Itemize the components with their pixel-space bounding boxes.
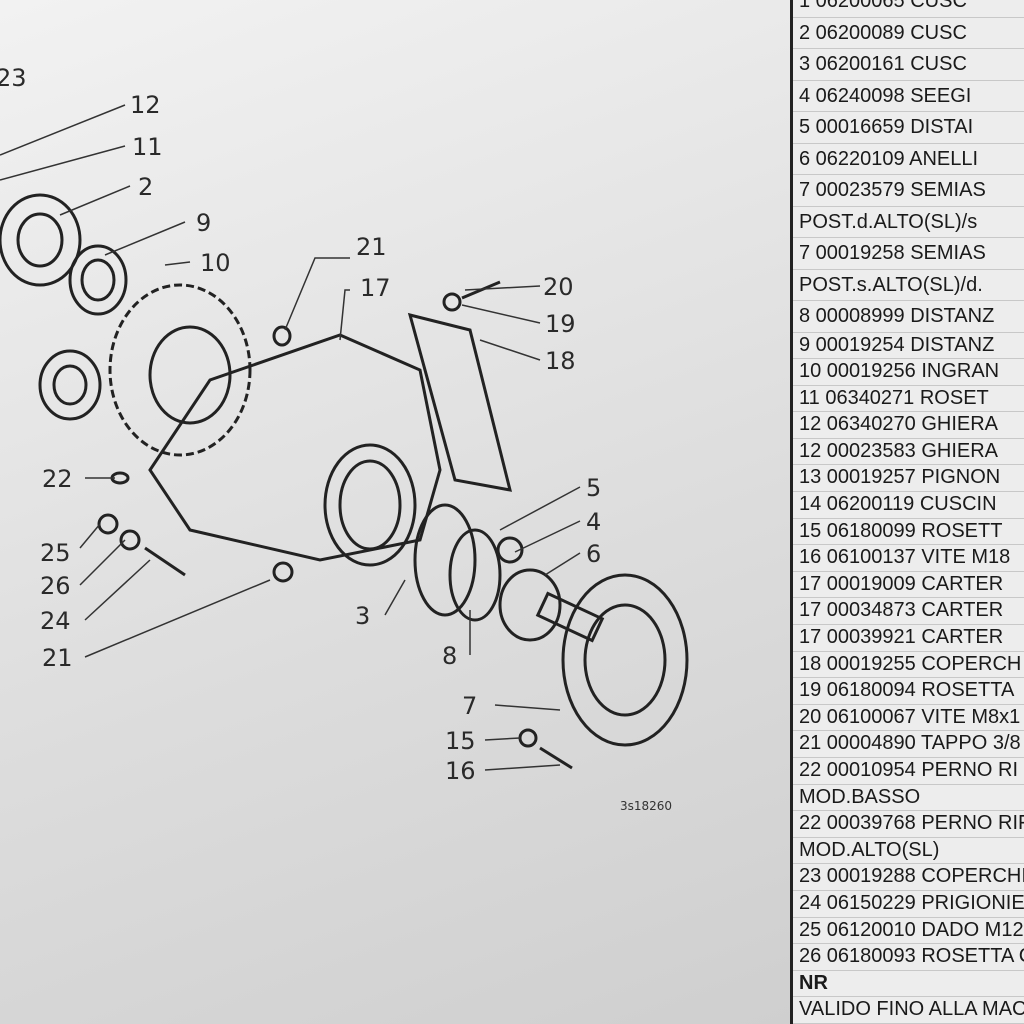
callout-6: 6 — [586, 540, 601, 568]
callout-3: 3 — [355, 602, 370, 630]
parts-list-row: 9 00019254 DISTANZ — [793, 333, 1024, 360]
parts-list-row: 17 00034873 CARTER — [793, 598, 1024, 626]
parts-list-row: 18 00019255 COPERCH — [793, 652, 1024, 679]
ring-part — [498, 568, 562, 642]
callout-18: 18 — [545, 347, 576, 375]
parts-list-row: MOD.ALTO(SL) — [793, 838, 1024, 865]
callout-4: 4 — [586, 508, 601, 536]
parts-list-row: 26 06180093 ROSETTA C — [793, 944, 1024, 971]
callout-17: 17 — [360, 274, 391, 302]
parts-list-row: 7 00023579 SEMIAS — [793, 175, 1024, 207]
callout-21b: 21 — [42, 644, 73, 672]
callout-22: 22 — [42, 465, 73, 493]
cover-plate-part — [407, 312, 513, 492]
parts-list-row: 16 06100137 VITE M18 — [793, 545, 1024, 572]
callout-5: 5 — [586, 474, 601, 502]
parts-list-row: 20 06100067 VITE M8x1 — [793, 705, 1024, 732]
parts-list-row: 12 00023583 GHIERA — [793, 439, 1024, 466]
callout-21: 21 — [356, 233, 387, 261]
parts-list-row: 24 06150229 PRIGIONIER — [793, 891, 1024, 918]
parts-list-row: MOD.BASSO — [793, 785, 1024, 812]
diagram-reference-code: 3s18260 — [620, 799, 672, 813]
diagram-drawing: 23 12 11 2 9 10 21 17 20 19 18 5 4 6 22 … — [0, 64, 689, 813]
parts-list-row: POST.d.ALTO(SL)/s — [793, 207, 1024, 238]
bearing-part — [413, 503, 477, 617]
callout-15: 15 — [445, 727, 476, 755]
parts-list-row: 22 00010954 PERNO RI — [793, 758, 1024, 785]
callout-7: 7 — [462, 692, 477, 720]
parts-list-row: 6 06220109 ANELLI — [793, 144, 1024, 175]
parts-list-row: 3 06200161 CUSC — [793, 49, 1024, 81]
parts-list-row: 22 00039768 PERNO RIF — [793, 811, 1024, 838]
callout-24: 24 — [40, 607, 71, 635]
parts-list-row: 17 00019009 CARTER — [793, 572, 1024, 599]
housing-carter-part — [148, 333, 442, 562]
callout-19: 19 — [545, 310, 576, 338]
parts-list-row: 15 06180099 ROSETT — [793, 519, 1024, 546]
callout-25: 25 — [40, 539, 71, 567]
parts-list-row: 12 06340270 GHIERA — [793, 412, 1024, 439]
spacer-part — [68, 244, 128, 316]
gear-part — [108, 283, 252, 457]
parts-list-row: 1 06200065 CUSC — [793, 0, 1024, 18]
callout-20: 20 — [543, 273, 574, 301]
callout-2: 2 — [138, 173, 153, 201]
parts-list-row: 4 06240098 SEEGI — [793, 81, 1024, 112]
parts-list-row: 2 06200089 CUSC — [793, 18, 1024, 49]
parts-list-row: 11 06340271 ROSET — [793, 386, 1024, 413]
callout-9: 9 — [196, 209, 211, 237]
parts-list-row: 5 00016659 DISTAI — [793, 112, 1024, 144]
parts-list-row: POST.s.ALTO(SL)/d. — [793, 270, 1024, 301]
parts-list-row: 13 00019257 PIGNON — [793, 465, 1024, 493]
callout-11: 11 — [132, 133, 163, 161]
callout-23: 23 — [0, 64, 27, 92]
parts-list-row: 23 00019288 COPERCHI — [793, 864, 1024, 891]
exploded-parts-diagram: 23 12 11 2 9 10 21 17 20 19 18 5 4 6 22 … — [0, 0, 790, 1024]
callout-10: 10 — [200, 249, 231, 277]
flange-shaft-part — [561, 573, 689, 747]
parts-list-row: 10 00019256 INGRAN — [793, 359, 1024, 386]
callout-16: 16 — [445, 757, 476, 785]
callout-labels: 23 12 11 2 9 10 21 17 20 19 18 5 4 6 22 … — [0, 64, 601, 785]
parts-list-row: 25 06120010 DADO M12X — [793, 918, 1024, 945]
parts-list-row: 8 00008999 DISTANZ — [793, 301, 1024, 333]
bearing-part — [0, 193, 82, 287]
parts-list-row: 14 06200119 CUSCIN — [793, 492, 1024, 519]
callout-26: 26 — [40, 572, 71, 600]
parts-list-row: 19 06180094 ROSETTA — [793, 678, 1024, 705]
parts-list-row: 17 00039921 CARTER — [793, 625, 1024, 652]
parts-list-row: 21 00004890 TAPPO 3/8 — [793, 731, 1024, 758]
bearing-part — [38, 349, 102, 421]
parts-list-row: VALIDO FINO ALLA MACC — [793, 997, 1024, 1024]
parts-list-row: 7 00019258 SEMIAS — [793, 238, 1024, 270]
callout-8: 8 — [442, 642, 457, 670]
parts-list-row: NR — [793, 971, 1024, 998]
callout-12: 12 — [130, 91, 161, 119]
